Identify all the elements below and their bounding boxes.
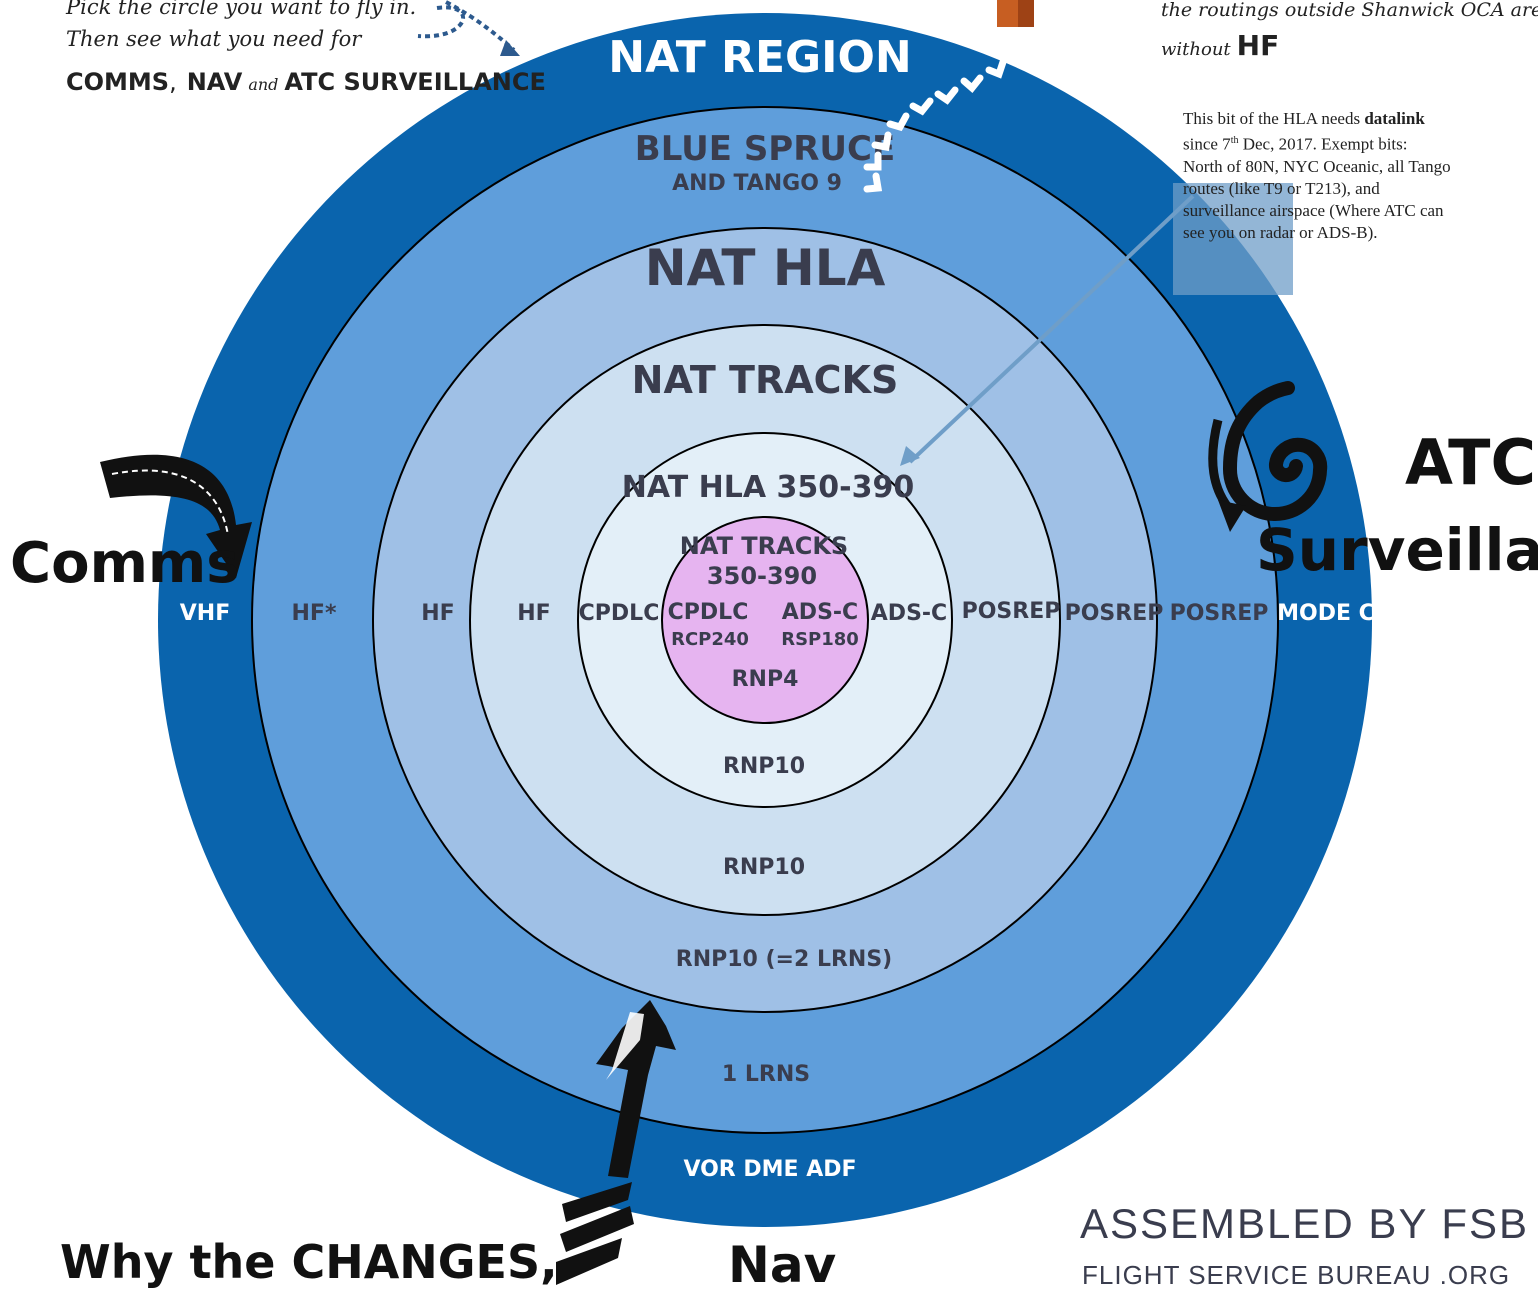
- intro-sep: ,: [169, 68, 177, 96]
- hla-note-p1: This bit of the HLA needs: [1183, 109, 1361, 128]
- top-note-without: without: [1161, 39, 1231, 60]
- hla-note-sup: th: [1230, 135, 1239, 146]
- hla-note-since: since 7: [1183, 134, 1231, 154]
- footer-site: FLIGHT SERVICE BUREAU .ORG: [1082, 1260, 1510, 1290]
- surv-adsc-hla350: ADS-C: [871, 601, 947, 626]
- title-core-line2: 350-390: [707, 562, 817, 590]
- title-nat-hla-350: NAT HLA 350-390: [622, 470, 915, 505]
- top-note-line1: the routings outside Shanwick OCA are: [1161, 0, 1538, 21]
- nav-rnp10-tracks: RNP10: [723, 855, 805, 880]
- title-core-line1: NAT TRACKS: [680, 532, 848, 560]
- hla-note-line2: since 7th Dec, 2017. Exempt bits:: [1183, 130, 1538, 156]
- footer-assembled: ASSEMBLED BY FSB: [1080, 1200, 1529, 1247]
- hla-note-line1: This bit of the HLA needs datalink: [1183, 108, 1538, 130]
- orange-tab-shade: [1018, 0, 1034, 27]
- hla-note-datalink: datalink: [1364, 109, 1425, 128]
- intro-dotted-arrow: [417, 0, 516, 52]
- intro-line2: Then see what you need for: [66, 27, 363, 51]
- comms-arrow-icon: [100, 454, 252, 578]
- intro-and: and: [248, 75, 278, 94]
- hla-note-line5: surveillance airspace (Where ATC can: [1183, 200, 1444, 220]
- intro-line3: COMMS, NAV and ATC SURVEILLANCE: [66, 68, 546, 96]
- title-nat-hla: NAT HLA: [645, 239, 886, 297]
- spiral-arrowhead: [1218, 500, 1246, 532]
- hla-note-line6: see you on radar or ADS-B).: [1183, 222, 1378, 242]
- label-why-changes: Why the CHANGES,: [60, 1235, 558, 1289]
- comms-vhf: VHF: [180, 601, 230, 626]
- surv-mode-c: MODE C: [1277, 601, 1375, 626]
- surv-adsc-core: ADS-C: [782, 600, 858, 625]
- intro-arrowhead: [500, 40, 520, 56]
- surv-posrep-hla: POSREP: [1065, 601, 1164, 626]
- title-blue-spruce: BLUE SPRUCE: [635, 129, 895, 169]
- hla-note-line4: routes (like T9 or T213), and: [1183, 178, 1380, 198]
- intro-line1: Pick the circle you want to fly in.: [65, 0, 416, 19]
- nav-rnp4: RNP4: [732, 667, 799, 692]
- top-note-line2: without HF: [1161, 29, 1279, 62]
- callout-arrow-line: [908, 194, 1195, 464]
- surv-posrep-spruce: POSREP: [1170, 601, 1269, 626]
- label-atc: ATC: [1405, 426, 1536, 499]
- hla-note-line3: North of 80N, NYC Oceanic, all Tango: [1183, 156, 1451, 176]
- title-nat-tracks: NAT TRACKS: [632, 358, 899, 402]
- hla-datalink-note: This bit of the HLA needs datalink since…: [1183, 108, 1538, 244]
- label-comms: Comms: [10, 531, 240, 596]
- comms-hf-star: HF*: [292, 601, 337, 626]
- comms-cpdlc-hla350: CPDLC: [579, 601, 660, 626]
- nav-rnp10-hla350: RNP10: [723, 754, 805, 779]
- surv-posrep-tracks: POSREP: [962, 599, 1061, 624]
- nav-rnp10-hla: RNP10 (=2 LRNS): [676, 947, 892, 972]
- comms-cpdlc-core: CPDLC: [668, 600, 749, 625]
- comms-hf-hla: HF: [421, 601, 454, 626]
- ring-core-tracks: [661, 516, 869, 724]
- callout-arrowhead: [900, 446, 920, 466]
- title-nat-region: NAT REGION: [608, 32, 911, 83]
- comms-rcp240: RCP240: [671, 629, 749, 650]
- intro-comms: COMMS: [66, 68, 169, 96]
- intro-nav: NAV: [187, 68, 243, 96]
- label-nav: Nav: [728, 1236, 836, 1294]
- intro-surv: ATC SURVEILLANCE: [284, 68, 545, 96]
- surv-rsp180: RSP180: [781, 629, 859, 650]
- label-surveillance: Surveillance: [1256, 516, 1538, 584]
- nav-vor-dme-adf: VOR DME ADF: [683, 1157, 856, 1182]
- comms-arrow-dash: [111, 469, 229, 536]
- comms-hf-tracks: HF: [517, 601, 550, 626]
- title-tango9: AND TANGO 9: [672, 171, 842, 196]
- hla-note-date: Dec, 2017. Exempt bits:: [1238, 134, 1408, 154]
- top-note-hf: HF: [1237, 29, 1280, 62]
- nav-arrow-icon: [556, 1000, 676, 1285]
- surveillance-spiral-icon: [1222, 381, 1328, 521]
- nav-1-lrns: 1 LRNS: [722, 1062, 810, 1087]
- chevron-trail-icon: [863, 36, 1022, 193]
- callout-highlight-box: [1173, 183, 1293, 295]
